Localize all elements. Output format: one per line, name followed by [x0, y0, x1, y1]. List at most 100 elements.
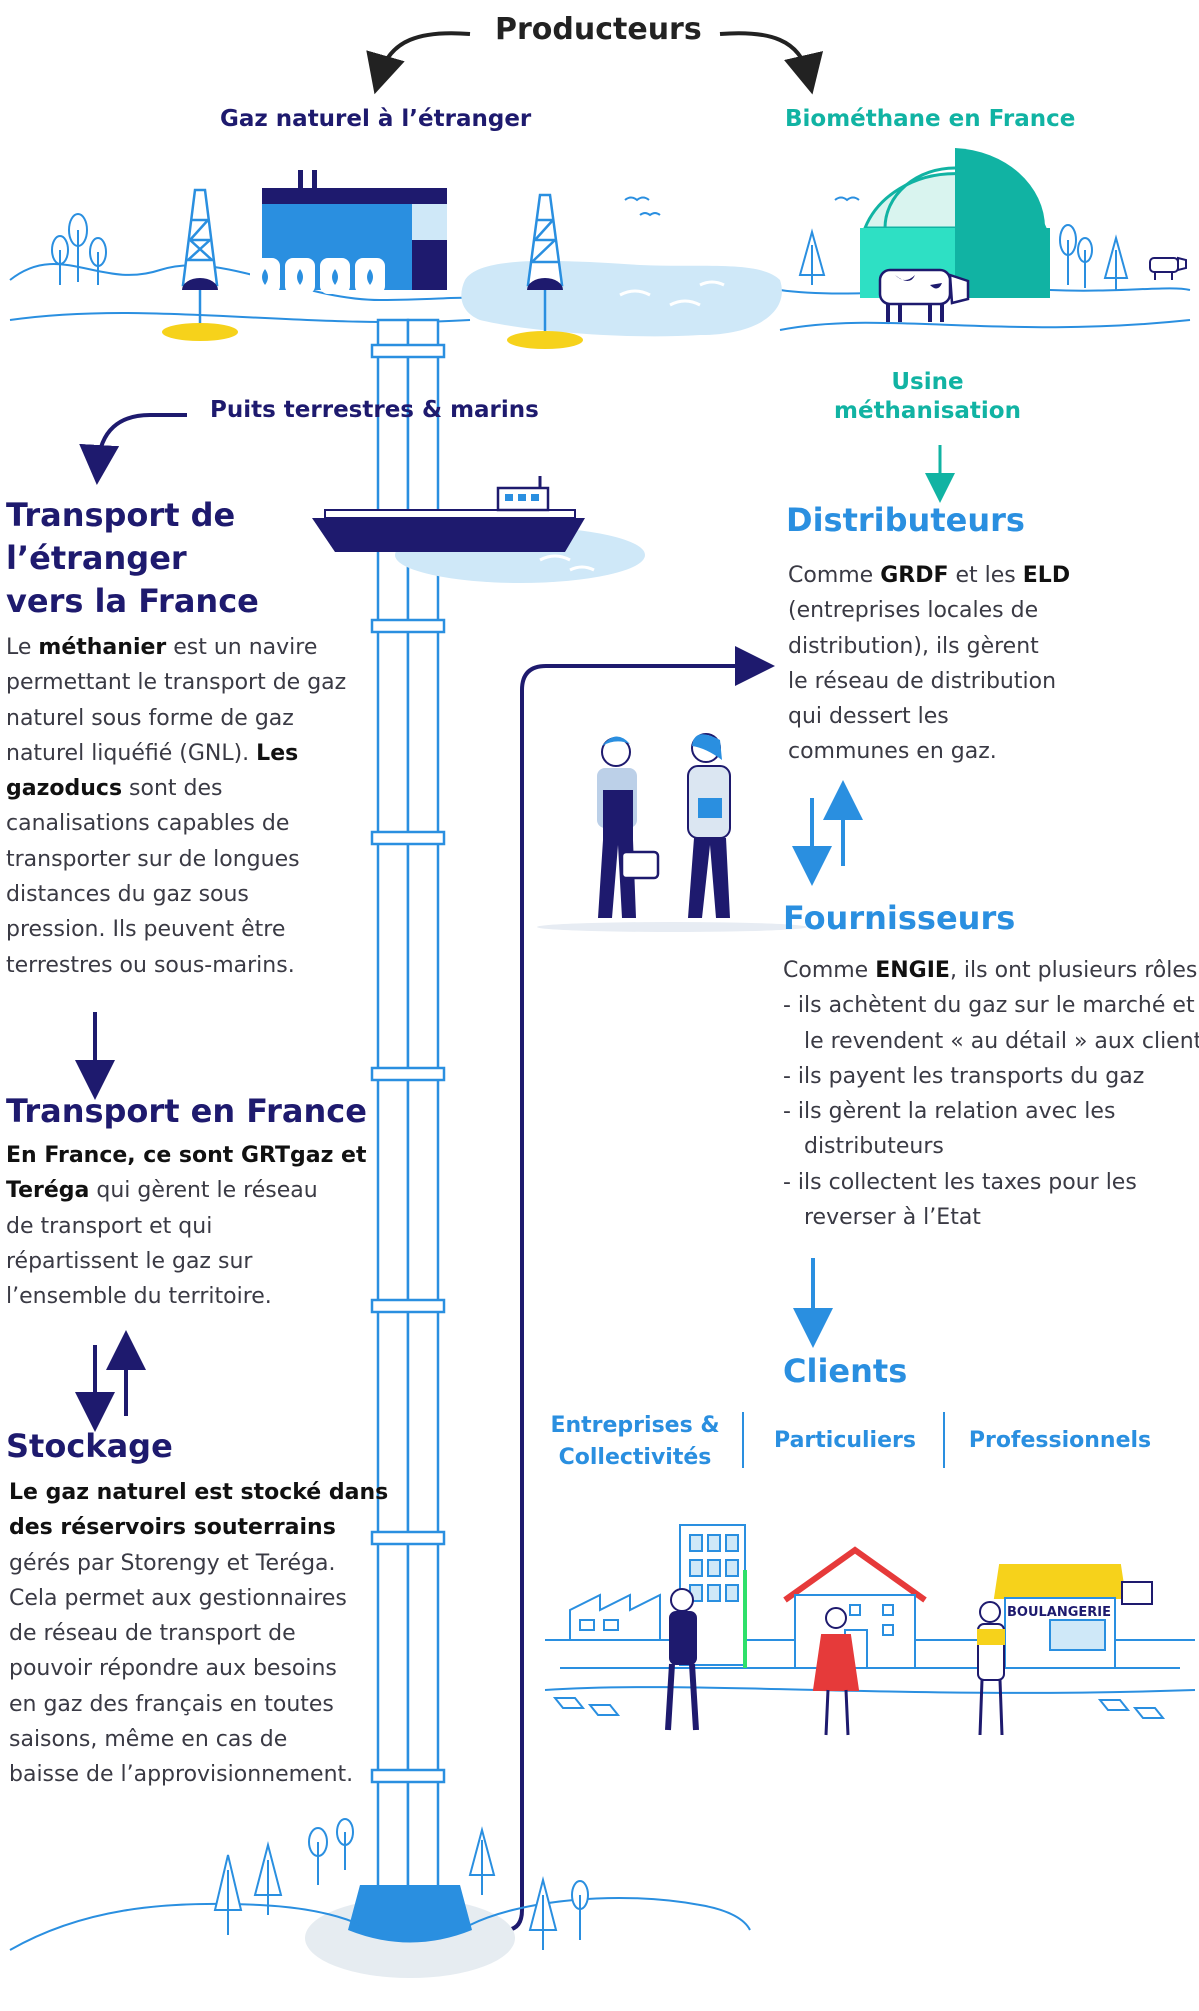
transport-abroad-text-run: est un navire	[166, 635, 318, 660]
foreign-gas-label: Gaz naturel à l’étranger	[220, 106, 532, 132]
arrow-to-foreign-gas	[366, 31, 471, 95]
transport-abroad-title: Transport de l’étranger vers la France	[6, 494, 259, 623]
suppliers-line: - ils gèrent la relation avec les	[783, 1094, 1199, 1129]
storage-line: baisse de l’approvisionnement.	[9, 1757, 388, 1792]
plant-line-1: Usine	[891, 369, 964, 395]
transport-france-text-run: l’ensemble du territoire.	[6, 1284, 272, 1310]
suppliers-text-run: , ils ont plusieurs rôles :	[949, 958, 1199, 983]
suppliers-bold-run: ENGIE	[875, 958, 950, 983]
transport-abroad-text-run: Le	[6, 635, 39, 660]
lng-tanker	[312, 476, 645, 583]
client-companies-line-1: Entreprises &	[550, 1413, 720, 1438]
central-pipeline	[376, 318, 440, 1942]
trees-left	[51, 213, 107, 285]
transport-abroad-line: gazoducs sont des	[6, 771, 346, 806]
distributors-line: distribution), ils gèrent	[788, 629, 1070, 664]
clients-title: Clients	[783, 1352, 908, 1390]
transport-abroad-text-run: naturel liquéfié (GNL).	[6, 740, 257, 766]
suppliers-text-run: - ils achètent du gaz sur le marché et	[783, 993, 1195, 1019]
distributors-line: qui dessert les	[788, 699, 1070, 734]
transport-abroad-text-run: pression. Ils peuvent être	[6, 917, 286, 943]
storage-line: Cela permet aux gestionnaires	[9, 1581, 388, 1616]
storage-text: Le gaz naturel est stocké dans des réserv…	[9, 1475, 388, 1793]
suppliers-text-run: - ils gèrent la relation avec les	[783, 1099, 1116, 1125]
arrow-wells-to-transport	[79, 413, 187, 485]
storage-text-run: Cela permet aux gestionnaires	[9, 1585, 347, 1611]
arrow-to-biomethane	[719, 31, 824, 95]
transport-abroad-line: distances du gaz sous	[6, 877, 346, 912]
oil-pool-left	[162, 323, 238, 341]
storage-line: Le gaz naturel est stocké dans	[9, 1475, 388, 1510]
distributors-line: Comme GRDF et les ELD	[788, 558, 1070, 593]
client-individuals: Particuliers	[774, 1428, 916, 1453]
client-professionals: Professionnels	[968, 1428, 1152, 1453]
suppliers-line: distributeurs	[783, 1129, 1199, 1164]
distributors-bold-run: GRDF	[880, 563, 949, 588]
derrick-left-base	[182, 278, 218, 290]
bottom-landscape	[9, 1818, 751, 1978]
trees-right	[798, 224, 1129, 290]
transport-abroad-line: naturel liquéfié (GNL). Les	[6, 736, 346, 771]
distributors-text-run: communes en gaz.	[788, 739, 997, 765]
transport-abroad-text: Le méthanier est un navire permettant le …	[6, 630, 346, 983]
client-companies: Entreprises & Collectivités	[545, 1410, 725, 1474]
transport-france-line: En France, ce sont GRTgaz et	[6, 1138, 367, 1173]
storage-line: de réseau de transport de	[9, 1616, 388, 1651]
storage-line: en gaz des français en toutes	[9, 1687, 388, 1722]
lng-factory	[250, 170, 447, 294]
storage-line: pouvoir répondre aux besoins	[9, 1651, 388, 1686]
storage-bold-run: Le gaz naturel est stocké dans	[9, 1480, 389, 1505]
transport-france-text-run: répartissent le gaz sur	[6, 1248, 253, 1274]
distributors-text: Comme GRDF et les ELD(entreprises locale…	[788, 558, 1070, 770]
storage-title: Stockage	[6, 1427, 173, 1465]
sea	[461, 260, 782, 337]
distributors-line: le réseau de distribution	[788, 664, 1070, 699]
suppliers-line: Comme ENGIE, ils ont plusieurs rôles :	[783, 953, 1199, 988]
transport-abroad-text-run: canalisations capables de	[6, 811, 290, 837]
distributors-text-run: et les	[948, 563, 1023, 588]
distributors-title: Distributeurs	[786, 501, 1025, 539]
suppliers-text-run: le revendent « au détail » aux clients	[783, 1028, 1199, 1054]
storage-text-run: pouvoir répondre aux besoins	[9, 1656, 337, 1682]
derrick-left	[181, 188, 219, 325]
distributors-text-run: distribution), ils gèrent	[788, 633, 1039, 659]
storage-text-run: de réseau de transport de	[9, 1621, 296, 1647]
plant-line-2: méthanisation	[834, 398, 1021, 424]
suppliers-text: Comme ENGIE, ils ont plusieurs rôles : - …	[783, 953, 1199, 1235]
transport-france-bold-run: Teréga	[6, 1178, 90, 1204]
suppliers-text-run: distributeurs	[783, 1134, 944, 1160]
storage-text-run: gérés par Storengy et Teréga.	[9, 1550, 336, 1576]
transport-abroad-title-3: vers la France	[6, 582, 259, 620]
transport-abroad-text-run: permettant le transport de gaz	[6, 670, 347, 696]
cow	[878, 268, 970, 322]
wells-label: Puits terrestres & marins	[210, 397, 539, 423]
transport-abroad-line: permettant le transport de gaz	[6, 665, 346, 700]
transport-abroad-text-run: naturel sous forme de gaz	[6, 705, 294, 731]
transport-abroad-line: terrestres ou sous-marins.	[6, 948, 346, 983]
storage-line: gérés par Storengy et Teréga.	[9, 1546, 388, 1581]
suppliers-title: Fournisseurs	[783, 899, 1016, 937]
gas-workers-illustration	[537, 733, 807, 932]
transport-abroad-bold-run: méthanier	[38, 635, 167, 660]
transport-abroad-line: naturel sous forme de gaz	[6, 701, 346, 736]
distributors-line: (entreprises locales de	[788, 593, 1070, 628]
biomethane-label: Biométhane en France	[785, 106, 1076, 132]
ground-line-left	[9, 263, 481, 302]
storage-bold-run: des réservoirs souterrains	[9, 1515, 336, 1541]
suppliers-text-run: reverser à l’Etat	[783, 1205, 981, 1231]
distributors-bold-run: ELD	[1022, 563, 1071, 588]
transport-france-line: répartissent le gaz sur	[6, 1244, 367, 1279]
transport-abroad-line: transporter sur de longues	[6, 842, 346, 877]
storage-text-run: baisse de l’approvisionnement.	[9, 1762, 354, 1788]
bakery-sign: BOULANGERIE	[1006, 1605, 1112, 1620]
pipeline-joints	[370, 343, 446, 1784]
suppliers-text-run: Comme	[783, 958, 876, 983]
storage-text-run: saisons, même en cas de	[9, 1727, 288, 1753]
suppliers-line: - ils payent les transports du gaz	[783, 1059, 1199, 1094]
storage-line: saisons, même en cas de	[9, 1722, 388, 1757]
transport-abroad-text-run: sont des	[122, 776, 223, 802]
suppliers-line: - ils achètent du gaz sur le marché et	[783, 988, 1199, 1023]
oil-pool-sea	[507, 331, 583, 349]
town-illustration	[544, 1524, 1196, 1736]
